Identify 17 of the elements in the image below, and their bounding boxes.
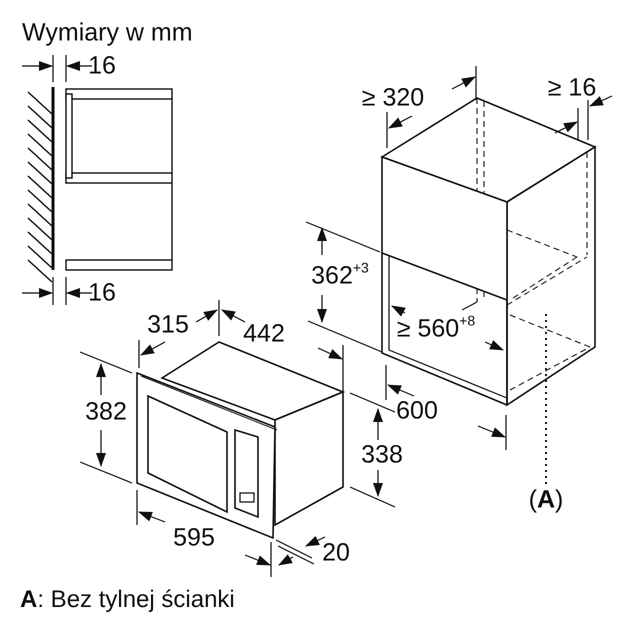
dimension-label: ≥ 560$^{+8}$ (396, 316, 476, 342)
reference-label: (A) (528, 488, 564, 512)
dimension-label: 16 (88, 280, 116, 306)
dimension-label: 362$^{+3}$ (311, 264, 369, 288)
dimension-label: 600 (396, 398, 438, 424)
dimension-label: ≥ 16 (548, 76, 596, 100)
dimension-label: 595 (173, 526, 215, 550)
dimension-label: ≥ 320 (362, 86, 424, 110)
dimension-label: 16 (88, 54, 116, 78)
dimension-label: 382 (85, 400, 127, 424)
dimension-label: 442 (243, 322, 285, 346)
dimension-label: 315 (147, 312, 189, 338)
footnote: A: Bez tylnej ścianki (20, 588, 235, 612)
dimension-label: 338 (361, 442, 403, 468)
diagram-title: Wymiary w mm (22, 20, 193, 46)
leader-line (545, 312, 547, 484)
dimension-label: 20 (322, 540, 350, 566)
